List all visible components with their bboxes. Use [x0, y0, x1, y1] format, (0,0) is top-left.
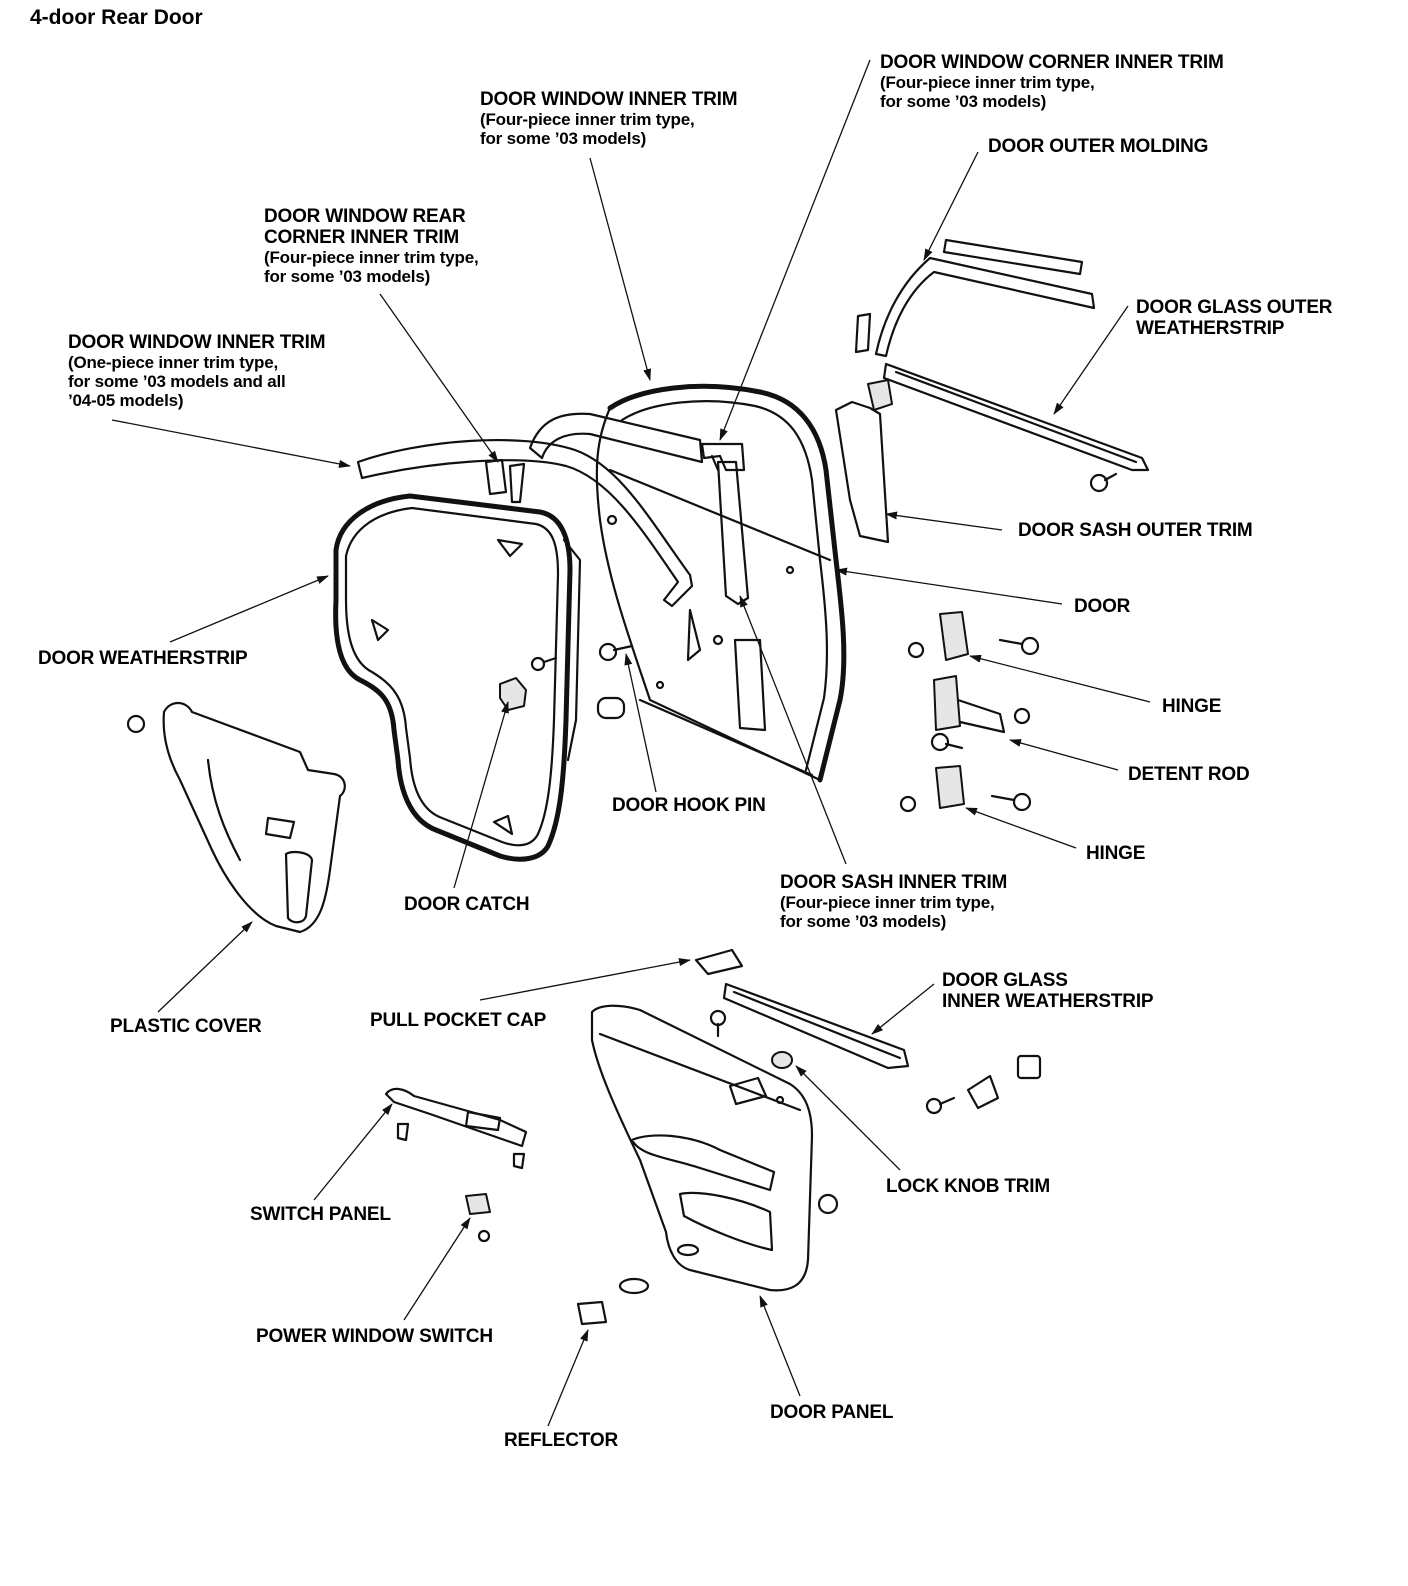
label-name: DOOR PANEL	[770, 1402, 894, 1423]
door-glass-outer-weatherstrip-part	[882, 362, 1150, 472]
label-name: PULL POCKET CAP	[370, 1010, 547, 1031]
label-switch-panel: SWITCH PANEL	[250, 1204, 391, 1225]
label-name: HINGE	[1162, 696, 1222, 717]
label-hinge-upper: HINGE	[1162, 696, 1221, 717]
label-door-sash-inner-trim: DOOR SASH INNER TRIM (Four-piece inner t…	[780, 872, 1007, 931]
label-name: DOOR HOOK PIN	[612, 795, 766, 816]
label-name: DOOR WINDOW INNER TRIM	[480, 89, 738, 110]
label-detent-rod: DETENT ROD	[1128, 764, 1250, 785]
label-reflector: REFLECTOR	[504, 1430, 618, 1451]
label-name: LOCK KNOB TRIM	[886, 1176, 1050, 1197]
door-window-inner-trim-one-piece-part	[356, 439, 694, 608]
label-lock-knob-trim: LOCK KNOB TRIM	[886, 1176, 1050, 1197]
label-door-sash-outer-trim: DOOR SASH OUTER TRIM	[1018, 520, 1253, 541]
label-door-outer-molding: DOOR OUTER MOLDING	[988, 136, 1208, 157]
label-note: (Four-piece inner trim type,	[264, 248, 479, 267]
label-door-window-corner-inner-trim: DOOR WINDOW CORNER INNER TRIM (Four-piec…	[880, 52, 1224, 111]
label-name: SWITCH PANEL	[250, 1204, 391, 1225]
label-name: HINGE	[1086, 843, 1146, 864]
label-note: ’04-05 models)	[68, 391, 184, 410]
label-door-catch: DOOR CATCH	[404, 894, 530, 915]
door-glass-inner-weatherstrip-part	[722, 982, 910, 1070]
label-door-panel: DOOR PANEL	[770, 1402, 893, 1423]
label-note: (Four-piece inner trim type,	[880, 73, 1095, 92]
label-name: INNER WEATHERSTRIP	[942, 991, 1154, 1012]
power-window-switch-part	[465, 1193, 491, 1243]
label-door-window-inner-trim-one-piece: DOOR WINDOW INNER TRIM (One-piece inner …	[68, 332, 326, 410]
label-name: DOOR	[1074, 596, 1131, 617]
door-hook-pin-part	[596, 642, 634, 720]
label-door-hook-pin: DOOR HOOK PIN	[612, 795, 766, 816]
switch-panel-part	[384, 1087, 528, 1170]
label-name: POWER WINDOW SWITCH	[256, 1326, 493, 1347]
label-power-window-switch: POWER WINDOW SWITCH	[256, 1326, 493, 1347]
label-name: PLASTIC COVER	[110, 1016, 262, 1037]
label-name: DOOR OUTER MOLDING	[988, 136, 1209, 157]
label-note: (One-piece inner trim type,	[68, 353, 278, 372]
label-note: for some ’03 models)	[480, 129, 647, 148]
label-name: CORNER INNER TRIM	[264, 227, 460, 248]
label-name: DOOR WINDOW REAR	[264, 206, 466, 227]
label-note: for some ’03 models and all	[68, 372, 286, 391]
detent-rod-part	[930, 675, 1031, 752]
leader-lines	[111, 59, 1151, 1427]
lower-hinge-part	[899, 765, 1032, 813]
label-note: for some ’03 models)	[880, 92, 1047, 111]
label-name: REFLECTOR	[504, 1430, 618, 1451]
label-name: DOOR WEATHERSTRIP	[38, 648, 248, 669]
label-door-weatherstrip: DOOR WEATHERSTRIP	[38, 648, 248, 669]
plastic-cover-part	[126, 701, 346, 934]
fasteners-part	[709, 1009, 1042, 1215]
label-name: DOOR WINDOW CORNER INNER TRIM	[880, 52, 1224, 73]
diagram-title: 4-door Rear Door	[30, 6, 203, 29]
door-panel-part	[590, 1004, 814, 1292]
label-hinge-lower: HINGE	[1086, 843, 1145, 864]
label-name: DOOR CATCH	[404, 894, 530, 915]
label-name: DOOR WINDOW INNER TRIM	[68, 332, 326, 353]
label-name: DOOR SASH INNER TRIM	[780, 872, 1008, 893]
door-sash-outer-trim-part	[834, 400, 890, 544]
label-note: (Four-piece inner trim type,	[480, 110, 695, 129]
label-pull-pocket-cap: PULL POCKET CAP	[370, 1010, 546, 1031]
door-shell-part	[595, 383, 847, 783]
label-note: (Four-piece inner trim type,	[780, 893, 995, 912]
pull-pocket-cap-part	[694, 948, 744, 976]
label-door-window-inner-trim-four-piece: DOOR WINDOW INNER TRIM (Four-piece inner…	[480, 89, 738, 148]
door-window-corner-inner-trim-part	[700, 442, 746, 472]
door-window-rear-corner-inner-trim-part	[484, 458, 526, 504]
door-sash-inner-trim-part	[716, 460, 750, 606]
door-window-inner-trim-four-piece-part	[528, 412, 704, 464]
door-weatherstrip-part	[333, 493, 582, 862]
upper-hinge-part	[907, 611, 1040, 661]
label-name: WEATHERSTRIP	[1136, 318, 1285, 339]
label-note: for some ’03 models)	[780, 912, 947, 931]
label-note: for some ’03 models)	[264, 267, 431, 286]
label-door-glass-outer-weatherstrip: DOOR GLASS OUTER WEATHERSTRIP	[1136, 297, 1333, 339]
label-door-window-rear-corner-inner-trim: DOOR WINDOW REAR CORNER INNER TRIM (Four…	[264, 206, 479, 286]
reflector-part	[576, 1277, 650, 1326]
label-name: DOOR GLASS OUTER	[1136, 297, 1333, 318]
label-name: DETENT ROD	[1128, 764, 1250, 785]
door-outer-molding-part	[854, 238, 1096, 358]
label-door: DOOR	[1074, 596, 1130, 617]
label-plastic-cover: PLASTIC COVER	[110, 1016, 262, 1037]
label-name: DOOR GLASS	[942, 970, 1068, 991]
clip-part	[867, 379, 1118, 493]
label-door-glass-inner-weatherstrip: DOOR GLASS INNER WEATHERSTRIP	[942, 970, 1154, 1012]
label-name: DOOR SASH OUTER TRIM	[1018, 520, 1253, 541]
